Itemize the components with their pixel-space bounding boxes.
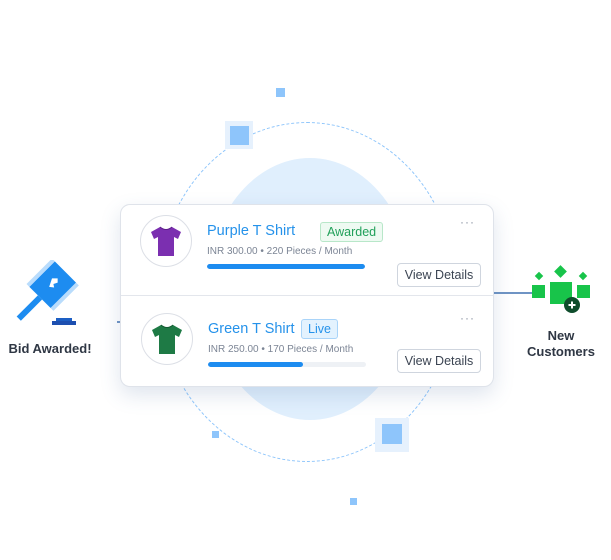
new-customers-label-line1: New <box>547 328 575 343</box>
right-connector-line <box>494 292 532 294</box>
decor-square <box>212 431 219 438</box>
progress-bar <box>208 362 366 367</box>
product-title[interactable]: Green T Shirt <box>208 321 295 337</box>
product-title[interactable]: Purple T Shirt <box>207 223 296 239</box>
tshirt-icon <box>152 324 182 354</box>
decor-square <box>230 126 249 145</box>
view-details-button[interactable]: View Details <box>397 263 481 287</box>
decor-square <box>350 498 357 505</box>
product-meta: INR 250.00 • 170 Pieces / Month <box>208 344 354 355</box>
decor-square <box>382 424 402 444</box>
product-thumbnail <box>141 313 193 365</box>
view-details-button[interactable]: View Details <box>397 349 481 373</box>
progress-fill <box>207 264 365 269</box>
tshirt-icon <box>151 226 181 256</box>
status-badge: Live <box>301 319 338 339</box>
listing-row: Green T Shirt Live INR 250.00 • 170 Piec… <box>121 297 493 388</box>
more-options-icon[interactable]: ··· <box>460 215 475 229</box>
new-customers-feature: New Customers <box>520 265 611 365</box>
listing-row: Purple T Shirt Awarded INR 300.00 • 220 … <box>121 205 493 296</box>
progress-fill <box>208 362 303 367</box>
new-customers-label-line2: Customers <box>527 344 595 359</box>
more-options-icon[interactable]: ··· <box>460 311 475 325</box>
bid-awarded-feature: Bid Awarded! <box>0 255 110 365</box>
product-thumbnail <box>140 215 192 267</box>
progress-bar <box>207 264 365 269</box>
decor-square <box>276 88 285 97</box>
gavel-icon <box>16 260 79 325</box>
bid-awarded-label: Bid Awarded! <box>8 341 92 356</box>
product-meta: INR 300.00 • 220 Pieces / Month <box>207 246 353 257</box>
listings-card: Purple T Shirt Awarded INR 300.00 • 220 … <box>120 204 494 387</box>
new-customers-label: New Customers <box>520 328 602 360</box>
new-customers-icon <box>532 265 590 313</box>
status-badge: Awarded <box>320 222 384 242</box>
